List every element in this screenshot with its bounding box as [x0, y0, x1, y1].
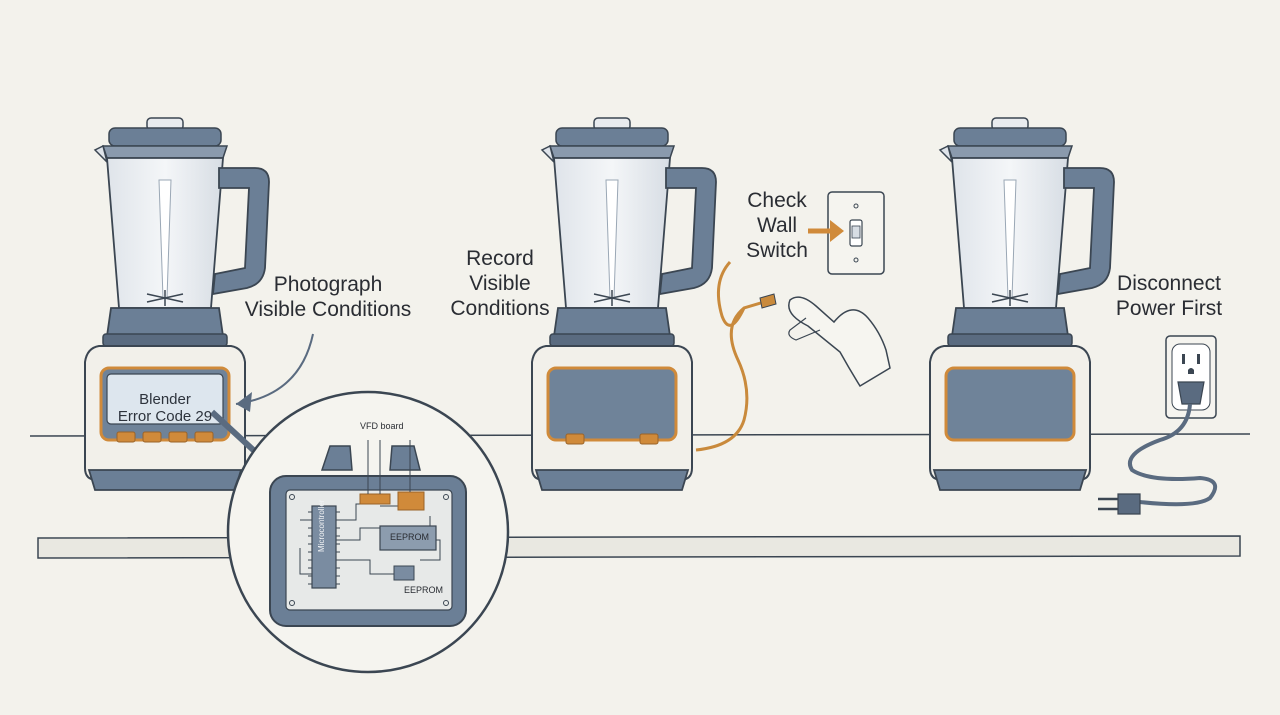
step2-line1: Record [466, 247, 534, 270]
step3-line2: Wall [756, 214, 798, 237]
wall-outlet [1165, 335, 1217, 419]
step2-line2: Visible [469, 272, 531, 295]
blender-with-error [83, 116, 271, 492]
display-line2: Error Code 29 [117, 408, 213, 425]
step4-line2: Power First [1115, 297, 1223, 320]
step3-line3: Switch [746, 239, 808, 262]
blender-unplugged [530, 116, 718, 492]
step1-line2: Visible Conditions [244, 298, 412, 321]
step-label-record: Record Visible Conditions [440, 246, 560, 321]
step3-line1: Check [747, 189, 807, 212]
error-display: Blender Error Code 29 [110, 391, 220, 425]
step1-line1: Photograph [273, 273, 383, 296]
blender-disconnected [928, 116, 1116, 492]
eeprom-label: EEPROM [404, 585, 444, 595]
display-line1: Blender [139, 391, 191, 408]
step-label-disconnect: Disconnect Power First [1104, 271, 1234, 321]
step2-line3: Conditions [450, 297, 550, 320]
microcontroller-label: Microcontroller [317, 499, 326, 552]
circuit-board-callout [226, 390, 510, 674]
step4-line1: Disconnect [1117, 272, 1221, 295]
eeprom-chip-label: EEPROM [390, 532, 430, 542]
step-label-check-switch: Check Wall Switch [732, 188, 822, 263]
vfd-board-label: VFD board [360, 421, 404, 431]
step-label-photograph: Photograph Visible Conditions [238, 272, 418, 322]
